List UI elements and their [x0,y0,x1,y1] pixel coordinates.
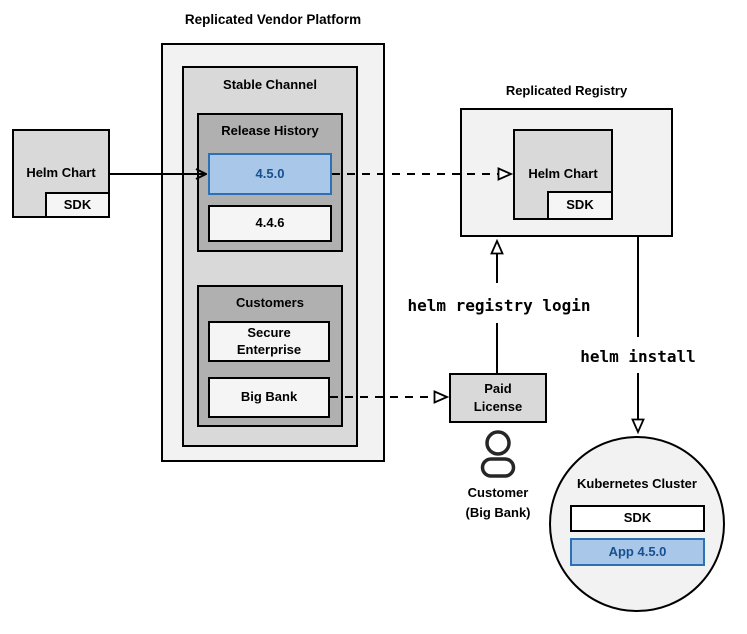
registry-sdk-box: SDK [547,191,613,220]
customer-big-bank: Big Bank [208,377,330,418]
customer-secure-enterprise: Secure Enterprise [208,321,330,362]
customer-caption: Customer (Big Bank) [448,483,548,523]
paid-license-box: Paid License [449,373,547,423]
customers-label: Customers [236,295,304,310]
source-sdk-box: SDK [45,192,110,218]
stable-channel-label: Stable Channel [223,77,317,92]
paid-license-label: Paid License [473,380,523,414]
release-history-label: Release History [221,123,319,138]
vendor-platform-title: Replicated Vendor Platform [184,12,362,27]
kubernetes-sdk-box: SDK [570,505,705,532]
customer-caption-line1: Customer [467,485,529,500]
customer-secure-enterprise-label: Secure Enterprise [236,325,302,357]
registry-title: Replicated Registry [505,83,628,98]
release-4-5-0: 4.5.0 [208,153,332,195]
customer-caption-line2: (Big Bank) [465,505,531,521]
customer-person-icon [480,430,516,478]
kubernetes-app-box: App 4.5.0 [570,538,705,566]
kubernetes-cluster-label: Kubernetes Cluster [577,476,697,491]
release-4-4-6: 4.4.6 [208,205,332,242]
command-helm-registry-login: helm registry login [407,296,591,315]
command-helm-install: helm install [580,347,696,366]
